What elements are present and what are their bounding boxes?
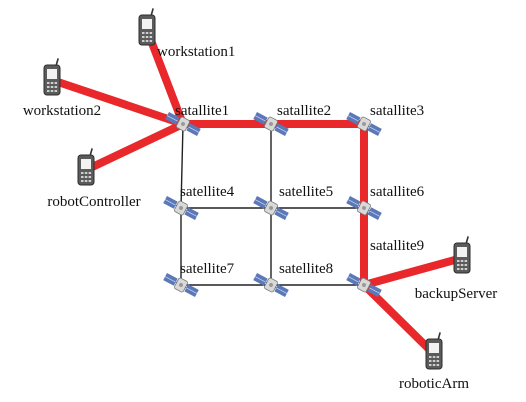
- satellite-node-s3: satallite3: [344, 103, 424, 139]
- satellite-node-s5: satellite5: [251, 184, 333, 223]
- satellite-label: satellite8: [279, 261, 333, 277]
- mobile-phone-icon: [77, 148, 95, 186]
- satellite-label: satellite5: [279, 184, 333, 200]
- satellite-label: satellite7: [180, 261, 235, 277]
- satellite-node-s4: satellite4: [161, 184, 235, 223]
- satellite-label: satellite4: [180, 184, 235, 200]
- satellite-label: satallite3: [370, 103, 424, 119]
- route-link-s9-backupServer: [360, 254, 466, 289]
- mobile-phone-icon: [138, 8, 156, 46]
- route-link-s9-roboticArm: [360, 281, 438, 358]
- device-label: roboticArm: [399, 376, 469, 392]
- satellite-node-s8: satellite8: [251, 261, 333, 300]
- satellite-node-s1: satallite1: [163, 103, 229, 139]
- satellite-label: satallite9: [370, 238, 424, 254]
- mobile-phone-icon: [425, 332, 443, 370]
- highlighted-route: [48, 26, 466, 358]
- device-node-roboticArm: roboticArm: [399, 332, 469, 392]
- device-label: workstation1: [157, 44, 235, 60]
- link-s1-s4: [180, 123, 184, 209]
- satellite-node-s7: satellite7: [161, 261, 235, 300]
- mobile-phone-icon: [43, 58, 61, 96]
- nodes: satallite1 satallite2 satallite3 satellite4…: [23, 8, 497, 392]
- device-node-backupServer: backupServer: [415, 236, 497, 302]
- route-link-workstation1-s1: [143, 26, 187, 128]
- device-label: robotController: [47, 194, 140, 210]
- route-link-robotController-s1: [82, 120, 187, 174]
- satellite-label: satallite2: [277, 103, 331, 119]
- device-label: workstation2: [23, 103, 101, 119]
- device-node-workstation1: workstation1: [138, 8, 235, 60]
- route-link-workstation2-s1: [48, 76, 187, 128]
- device-node-robotController: robotController: [47, 148, 141, 210]
- device-node-workstation2: workstation2: [23, 58, 101, 119]
- mobile-phone-icon: [453, 236, 471, 274]
- satellite-label: satallite6: [370, 184, 425, 200]
- satellite-node-s2: satallite2: [251, 103, 331, 139]
- satellite-node-s9: satallite9: [344, 238, 424, 300]
- satellite-label: satallite1: [175, 103, 229, 119]
- device-label: backupServer: [415, 286, 497, 302]
- satellite-node-s6: satallite6: [344, 184, 425, 223]
